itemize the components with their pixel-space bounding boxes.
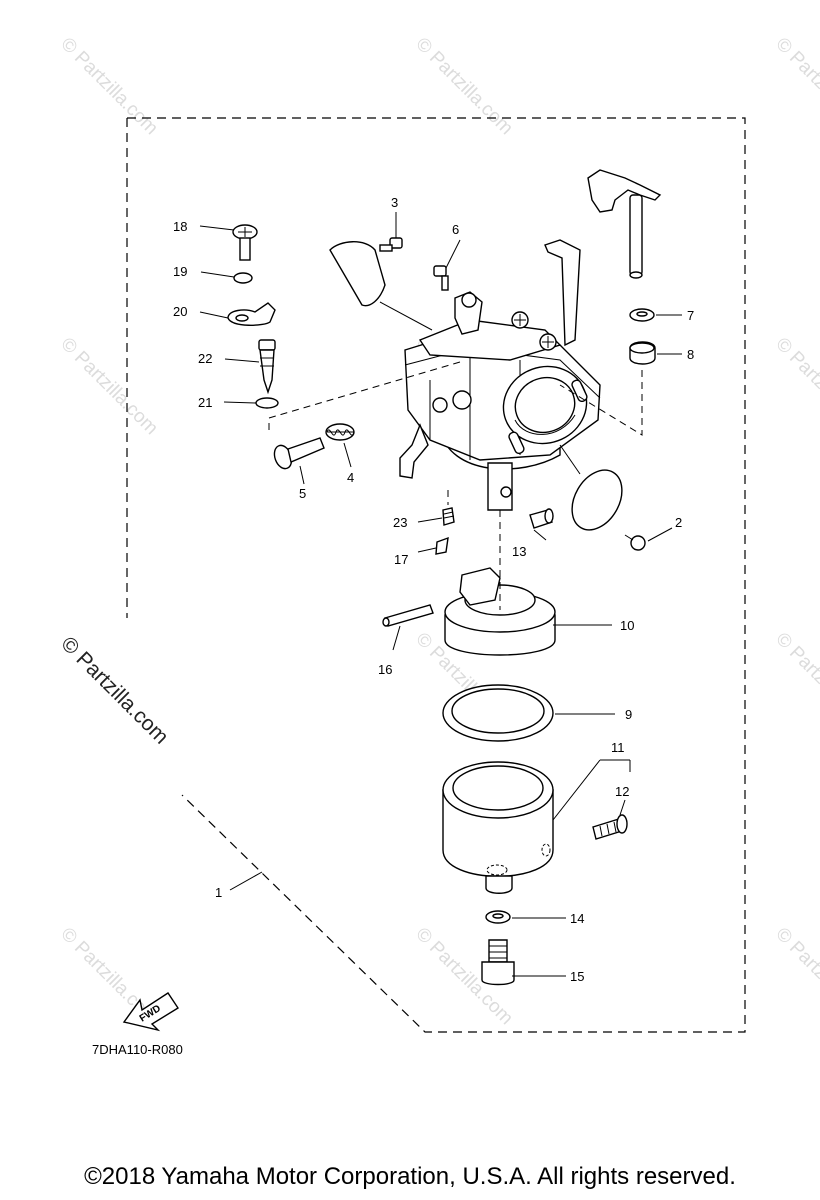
- alignment-lines: [268, 361, 643, 610]
- washer-14-inner: [492, 913, 504, 919]
- valve-screw: [630, 535, 646, 551]
- jet-23: [442, 507, 455, 526]
- callout-7: 7: [687, 308, 694, 323]
- callout-20: 20: [173, 304, 187, 319]
- float-10: [444, 567, 556, 656]
- assembly-boundary: [126, 117, 746, 1033]
- callout-6: 6: [452, 222, 459, 237]
- watermark: © Partzilla.com: [56, 34, 161, 139]
- watermark: © Partzilla.com: [771, 334, 820, 439]
- watermark: © Partzilla.com: [771, 629, 820, 734]
- callout-3: 3: [391, 195, 398, 210]
- callout-13: 13: [512, 544, 526, 559]
- watermark-layer: © Partzilla.com © Partzilla.com © Partzi…: [56, 34, 820, 1029]
- screw-18: [232, 224, 258, 261]
- pin-16-end: [382, 617, 390, 627]
- callout-15: 15: [570, 969, 584, 984]
- leader-lines: [199, 212, 682, 977]
- choke-plate: [329, 241, 386, 307]
- diagram-code: 7DHA110-R080: [92, 1042, 183, 1057]
- callout-18: 18: [173, 219, 187, 234]
- gasket-9: [442, 684, 554, 742]
- callout-labels: 1 2 3 4 5 6 7 8 9 10 11 12 13 14 15 16 1…: [173, 195, 694, 984]
- callout-5: 5: [299, 486, 306, 501]
- callout-17: 17: [394, 552, 408, 567]
- callout-8: 8: [687, 347, 694, 362]
- callout-1: 1: [215, 885, 222, 900]
- choke-lever: [587, 169, 662, 279]
- callout-21: 21: [198, 395, 212, 410]
- callout-14: 14: [570, 911, 584, 926]
- screw-3: [379, 237, 403, 252]
- callout-2: 2: [675, 515, 682, 530]
- watermark: © Partzilla.com: [771, 924, 820, 1029]
- throttle-valve-disk: [571, 469, 623, 531]
- callout-22: 22: [198, 351, 212, 366]
- callout-12: 12: [615, 784, 629, 799]
- copyright-notice: ©2018 Yamaha Motor Corporation, U.S.A. A…: [84, 1163, 736, 1190]
- screw-5: [273, 437, 325, 470]
- callout-9: 9: [625, 707, 632, 722]
- spring-4: [325, 423, 355, 441]
- callout-23: 23: [393, 515, 407, 530]
- washer-7-inner: [636, 311, 648, 317]
- bracket-20: [227, 302, 276, 326]
- bracket-20-hole: [235, 314, 249, 322]
- watermark: © Partzilla.com: [411, 34, 516, 139]
- carburetor-body: [399, 239, 601, 511]
- callout-11: 11: [611, 740, 625, 755]
- seal-8-top: [629, 342, 655, 354]
- callout-4: 4: [347, 470, 354, 485]
- bolt-15: [481, 939, 515, 986]
- watermark: © Partzilla.com: [771, 34, 820, 139]
- watermark: © Partzilla.com: [56, 334, 161, 439]
- callout-19: 19: [173, 264, 187, 279]
- screw-13: [529, 508, 554, 529]
- screw-12: [592, 814, 628, 840]
- bowl-11: [442, 761, 554, 894]
- screw-6: [433, 265, 449, 291]
- fwd-arrow-icon: FWD: [122, 992, 179, 1032]
- callout-16: 16: [378, 662, 392, 677]
- callout-10: 10: [620, 618, 634, 633]
- washer-19: [233, 272, 253, 284]
- pin-16: [384, 604, 434, 627]
- oring-21: [255, 397, 279, 409]
- needle-22: [258, 339, 276, 395]
- watermark-large: © Partzilla.com: [56, 632, 172, 748]
- clip-17: [435, 536, 449, 555]
